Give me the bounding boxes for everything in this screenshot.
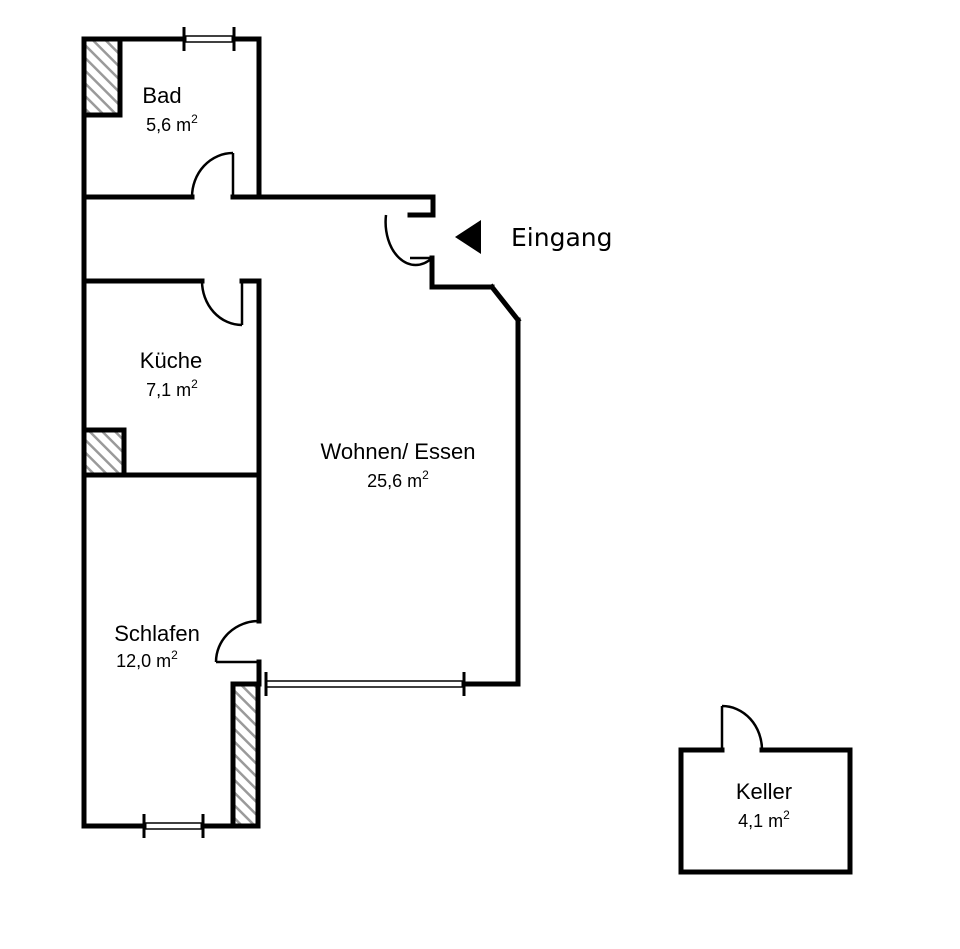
room-area: 7,1 m2 <box>146 377 198 400</box>
area-value: 25,6 m <box>367 471 422 491</box>
area-value: 5,6 m <box>146 115 191 135</box>
bath-shaft <box>81 36 123 118</box>
room-keller: Keller 4,1 m2 <box>736 779 792 831</box>
triangle-left-arrow-icon <box>455 220 481 254</box>
bath-window <box>182 27 236 51</box>
area-value: 12,0 m <box>116 651 171 671</box>
bedroom-window <box>142 814 205 838</box>
room-area: 4,1 m2 <box>738 808 790 831</box>
area-unit-superscript: 2 <box>422 468 429 482</box>
room-name: Bad <box>142 83 181 108</box>
entrance-label: Eingang <box>511 223 613 252</box>
area-value: 7,1 m <box>146 380 191 400</box>
room-wohnen-essen: Wohnen/ Essen 25,6 m2 <box>321 439 476 491</box>
room-kueche: Küche 7,1 m2 <box>140 348 202 400</box>
entrance-door <box>384 214 433 267</box>
room-name: Schlafen <box>114 621 200 646</box>
room-area: 5,6 m2 <box>146 112 198 135</box>
bath-door <box>190 151 235 198</box>
living-room-window <box>264 672 466 696</box>
room-bad: Bad 5,6 m2 <box>142 83 198 135</box>
kitchen-shaft <box>81 427 127 478</box>
room-name: Küche <box>140 348 202 373</box>
bedroom-shaft <box>230 681 261 829</box>
room-area: 25,6 m2 <box>367 468 429 491</box>
area-unit-superscript: 2 <box>191 377 198 391</box>
area-value: 4,1 m <box>738 811 783 831</box>
room-schlafen: Schlafen 12,0 m2 <box>114 621 200 671</box>
bedroom-door <box>214 619 260 664</box>
room-name: Wohnen/ Essen <box>321 439 476 464</box>
area-unit-superscript: 2 <box>171 648 178 662</box>
area-unit-superscript: 2 <box>191 112 198 126</box>
walls <box>81 36 853 875</box>
cellar-door <box>720 704 764 751</box>
area-unit-superscript: 2 <box>783 808 790 822</box>
kitchen-door <box>200 280 244 327</box>
room-area: 12,0 m2 <box>116 648 178 671</box>
room-name: Keller <box>736 779 792 804</box>
